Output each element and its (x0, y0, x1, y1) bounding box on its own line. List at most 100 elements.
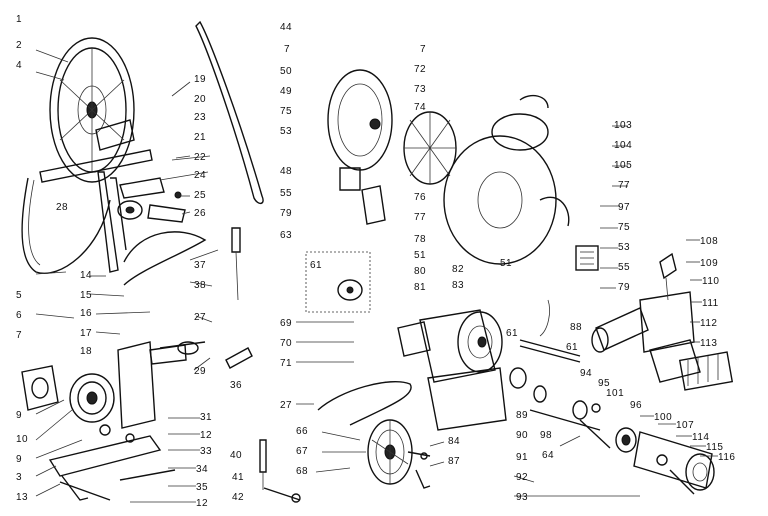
label-part-84: 84 (448, 436, 460, 447)
label-part-42: 42 (232, 492, 244, 503)
label-part-105: 105 (614, 160, 632, 171)
label-part-29: 29 (194, 366, 206, 377)
label-part-94: 94 (580, 368, 592, 379)
label-part-16: 16 (80, 308, 92, 319)
label-part-4: 4 (16, 60, 22, 71)
brush-roll-assembly (591, 252, 734, 495)
label-part-12b: 12 (196, 498, 208, 509)
label-part-13: 13 (16, 492, 28, 503)
label-part-77a: 77 (414, 212, 426, 223)
label-part-111: 111 (702, 298, 719, 309)
label-part-81: 81 (414, 282, 426, 293)
label-part-89: 89 (516, 410, 528, 421)
label-part-64: 64 (542, 450, 554, 461)
label-part-28: 28 (56, 202, 68, 213)
label-part-109: 109 (700, 258, 718, 269)
label-part-75b: 75 (618, 222, 630, 233)
label-part-17: 17 (80, 328, 92, 339)
blower-housing-motor-assembly (397, 94, 637, 453)
label-part-19: 19 (194, 74, 206, 85)
label-part-73: 73 (414, 84, 426, 95)
label-part-25: 25 (194, 190, 206, 201)
label-part-75: 75 (280, 106, 292, 117)
label-part-55: 55 (280, 188, 292, 199)
label-part-98: 98 (540, 430, 552, 441)
label-part-27b: 27 (280, 400, 292, 411)
label-part-21: 21 (194, 132, 206, 143)
label-part-68: 68 (296, 466, 308, 477)
label-part-100: 100 (654, 412, 672, 423)
label-part-69: 69 (280, 318, 292, 329)
label-part-44: 44 (280, 22, 292, 33)
label-part-6: 6 (16, 310, 22, 321)
label-part-15: 15 (80, 290, 92, 301)
label-part-7c: 7 (420, 44, 426, 55)
label-part-55b: 55 (618, 262, 630, 273)
label-part-113: 113 (700, 338, 717, 349)
left-drive-wheel-assembly (21, 37, 253, 501)
label-part-103: 103 (614, 120, 632, 131)
label-part-83: 83 (452, 280, 464, 291)
label-part-79: 79 (280, 208, 292, 219)
label-part-93: 93 (516, 492, 528, 503)
label-part-110: 110 (702, 276, 719, 287)
leader-lines (35, 49, 718, 503)
label-part-40: 40 (230, 450, 242, 461)
label-part-77b: 77 (618, 180, 630, 191)
label-part-36: 36 (230, 380, 242, 391)
label-part-87: 87 (448, 456, 460, 467)
upper-drive-belt (195, 20, 264, 205)
label-part-92: 92 (516, 472, 528, 483)
label-part-50: 50 (280, 66, 292, 77)
label-part-18: 18 (80, 346, 92, 357)
label-part-66: 66 (296, 426, 308, 437)
center-impeller-assembly (259, 69, 457, 503)
label-part-72: 72 (414, 64, 426, 75)
label-part-108: 108 (700, 236, 718, 247)
label-part-41: 41 (232, 472, 244, 483)
label-part-2: 2 (16, 40, 22, 51)
label-part-71: 71 (280, 358, 292, 369)
label-part-61b: 61 (506, 328, 518, 339)
label-part-1: 1 (16, 14, 22, 25)
label-part-9b: 9 (16, 454, 22, 465)
label-part-20: 20 (194, 94, 206, 105)
label-part-63: 63 (280, 230, 292, 241)
label-part-23: 23 (194, 112, 206, 123)
label-part-76: 76 (414, 192, 426, 203)
label-part-114: 114 (692, 432, 709, 443)
label-part-101: 101 (606, 388, 624, 399)
label-part-38: 38 (194, 280, 206, 291)
part-number-labels: 1 2 4 5 6 7 9 10 9 3 13 28 14 15 16 17 1… (16, 14, 735, 509)
label-part-90: 90 (516, 430, 528, 441)
label-part-7b: 7 (284, 44, 290, 55)
label-part-115: 115 (706, 442, 723, 453)
label-part-48: 48 (280, 166, 292, 177)
label-part-51b: 51 (500, 258, 512, 269)
label-part-95: 95 (598, 378, 610, 389)
label-part-7: 7 (16, 330, 22, 341)
label-part-53: 53 (280, 126, 292, 137)
label-part-61a: 61 (310, 260, 322, 271)
label-part-26: 26 (194, 208, 206, 219)
label-part-61c: 61 (566, 342, 578, 353)
label-part-37: 37 (194, 260, 206, 271)
label-part-116: 116 (718, 452, 735, 463)
label-part-96: 96 (630, 400, 642, 411)
label-part-24: 24 (194, 170, 206, 181)
label-part-88: 88 (570, 322, 582, 333)
label-part-104: 104 (614, 140, 632, 151)
label-part-12a: 12 (200, 430, 212, 441)
label-part-9a: 9 (16, 410, 22, 421)
label-part-74: 74 (414, 102, 426, 113)
label-part-67: 67 (296, 446, 308, 457)
label-part-82: 82 (452, 264, 464, 275)
label-part-112: 112 (700, 318, 717, 329)
label-part-5: 5 (16, 290, 22, 301)
label-part-78: 78 (414, 234, 426, 245)
label-part-34: 34 (196, 464, 208, 475)
label-part-10: 10 (16, 434, 28, 445)
label-part-107: 107 (676, 420, 694, 431)
label-part-14: 14 (80, 270, 92, 281)
